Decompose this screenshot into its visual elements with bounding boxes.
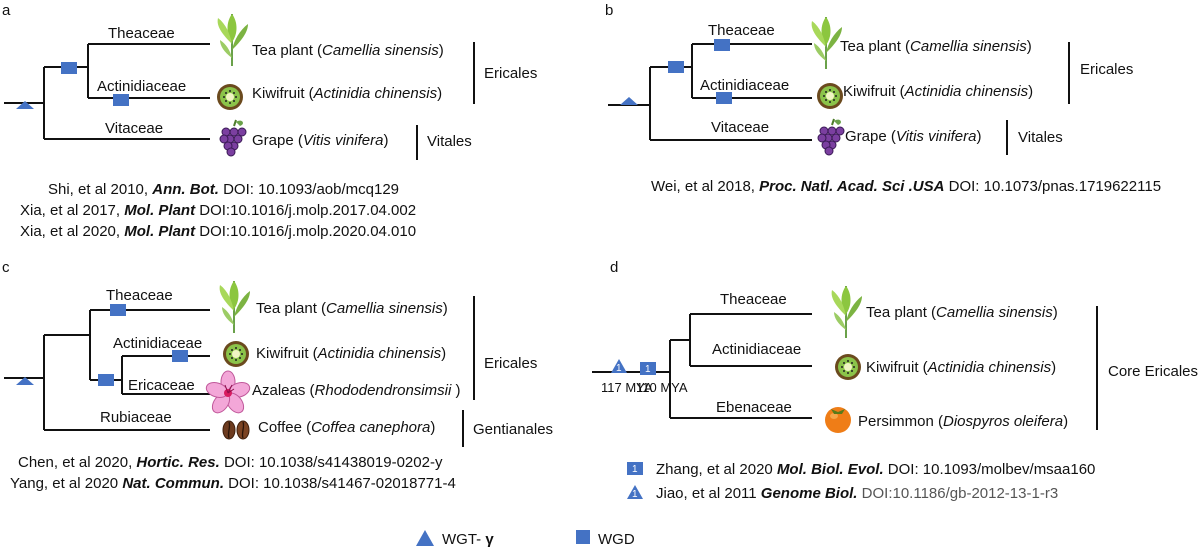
panel-b: b Theaceae Actinidiaceae Vitaceae Tea pl… (605, 2, 1161, 195)
family-label: Theaceae (106, 287, 173, 304)
family-label: Ericaceae (128, 377, 195, 394)
reference: Wei, et al 2018, Proc. Natl. Acad. Sci .… (651, 178, 1161, 195)
species-label: Tea plant (Camellia sinensis) (840, 38, 1032, 55)
reference: Chen, et al 2020, Hortic. Res. DOI: 10.1… (18, 454, 443, 471)
grape-icon (219, 119, 247, 157)
family-label: Theaceae (108, 25, 175, 42)
species-label: Kiwifruit (Actinidia chinensis) (866, 359, 1056, 376)
legend: WGT- γ WGD (416, 530, 635, 548)
wgd-marker (113, 94, 129, 106)
wgt-117-marker: 1 (611, 359, 627, 374)
species-label: Grape (Vitis vinifera) (252, 132, 388, 149)
order-label: Ericales (484, 65, 537, 82)
wgd-legend-label: WGD (598, 531, 635, 548)
species-label: Kiwifruit (Actinidia chinensis) (843, 83, 1033, 100)
panel-letter: b (605, 2, 613, 19)
persimmon-icon (825, 407, 851, 433)
family-label: Theaceae (708, 22, 775, 39)
panel-letter: c (2, 259, 10, 276)
time-label: 117 MYA (601, 380, 653, 395)
tea-leaf-icon (810, 16, 843, 70)
reference: Shi, et al 2010, Ann. Bot. DOI: 10.1093/… (48, 181, 399, 198)
wgt-legend-label: WGT- γ (442, 531, 494, 548)
tea-leaf-icon (218, 280, 251, 334)
order-label: Ericales (1080, 61, 1133, 78)
order-label: Vitales (427, 133, 472, 150)
wgt-gamma-marker (16, 377, 34, 385)
panel-c: c Theaceae Actinidiaceae Ericaceae Rubia… (2, 259, 553, 492)
species-label: Kiwifruit (Actinidia chinensis) (252, 85, 442, 102)
panel-letter: a (2, 2, 11, 19)
svg-text:1: 1 (632, 489, 638, 500)
wgd-110-marker: 1 (640, 362, 656, 375)
panel-letter: d (610, 259, 618, 276)
species-label: Coffee (Coffea canephora) (258, 419, 435, 436)
family-label: Actinidiaceae (700, 77, 789, 94)
phylogeny-tree (592, 313, 812, 419)
wgt-gamma-marker (16, 101, 34, 109)
family-label: Rubiaceae (100, 409, 172, 426)
tea-leaf-icon (216, 13, 249, 67)
family-label: Ebenaceae (716, 399, 792, 416)
reference: Xia, et al 2020, Mol. Plant DOI:10.1016/… (20, 223, 416, 240)
kiwifruit-icon (817, 83, 843, 109)
wgd-marker (668, 61, 684, 73)
svg-text:1: 1 (632, 464, 638, 475)
species-label: Tea plant (Camellia sinensis) (866, 304, 1058, 321)
species-label: Tea plant (Camellia sinensis) (252, 42, 444, 59)
species-label: Azaleas (Rhododendronsimsii ) (252, 382, 460, 399)
svg-text:1: 1 (645, 364, 651, 375)
kiwifruit-icon (835, 354, 861, 380)
family-label: Vitaceae (105, 120, 163, 137)
kiwifruit-icon (217, 84, 243, 110)
ref-wgt-marker: 1 (627, 485, 643, 500)
family-label: Theaceae (720, 291, 787, 308)
family-label: Actinidiaceae (97, 78, 186, 95)
family-label: Actinidiaceae (712, 341, 801, 358)
family-label: Vitaceae (711, 119, 769, 136)
reference: Xia, et al 2017, Mol. Plant DOI:10.1016/… (20, 202, 416, 219)
species-label: Kiwifruit (Actinidia chinensis) (256, 345, 446, 362)
order-label: Core Ericales (1108, 363, 1198, 380)
species-label: Persimmon (Diospyros oleifera) (858, 413, 1068, 430)
time-label: 110 MYA (636, 380, 688, 395)
family-label: Actinidiaceae (113, 335, 202, 352)
wgd-marker (61, 62, 77, 74)
wgt-gamma-marker (620, 97, 638, 105)
species-label: Tea plant (Camellia sinensis) (256, 300, 448, 317)
wgt-legend-marker (416, 530, 434, 546)
svg-text:1: 1 (616, 363, 622, 374)
panel-d: d Theaceae Actinidiaceae Ebenaceae 1 1 1… (592, 259, 1198, 502)
reference: Jiao, et al 2011 Genome Biol. DOI:10.118… (656, 485, 1058, 502)
wgd-marker (172, 350, 188, 362)
ref-wgd-marker: 1 (627, 462, 643, 475)
coffee-bean-icon (222, 420, 250, 440)
reference: Zhang, et al 2020 Mol. Biol. Evol. DOI: … (656, 461, 1095, 478)
panel-a: a Theaceae Actinidiaceae Vitaceae Tea pl… (2, 2, 537, 240)
species-label: Grape (Vitis vinifera) (845, 128, 981, 145)
wgd-marker (716, 92, 732, 104)
tea-leaf-icon (830, 285, 863, 339)
grape-icon (817, 118, 845, 156)
kiwifruit-icon (223, 341, 249, 367)
azalea-flower-icon (203, 370, 253, 417)
order-label: Ericales (484, 355, 537, 372)
wgd-marker (98, 374, 114, 386)
reference: Yang, et al 2020 Nat. Commun. DOI: 10.10… (10, 475, 456, 492)
wgd-marker (714, 39, 730, 51)
wgd-marker (110, 304, 126, 316)
wgd-legend-marker (576, 530, 590, 544)
order-label: Gentianales (473, 421, 553, 438)
order-label: Vitales (1018, 129, 1063, 146)
